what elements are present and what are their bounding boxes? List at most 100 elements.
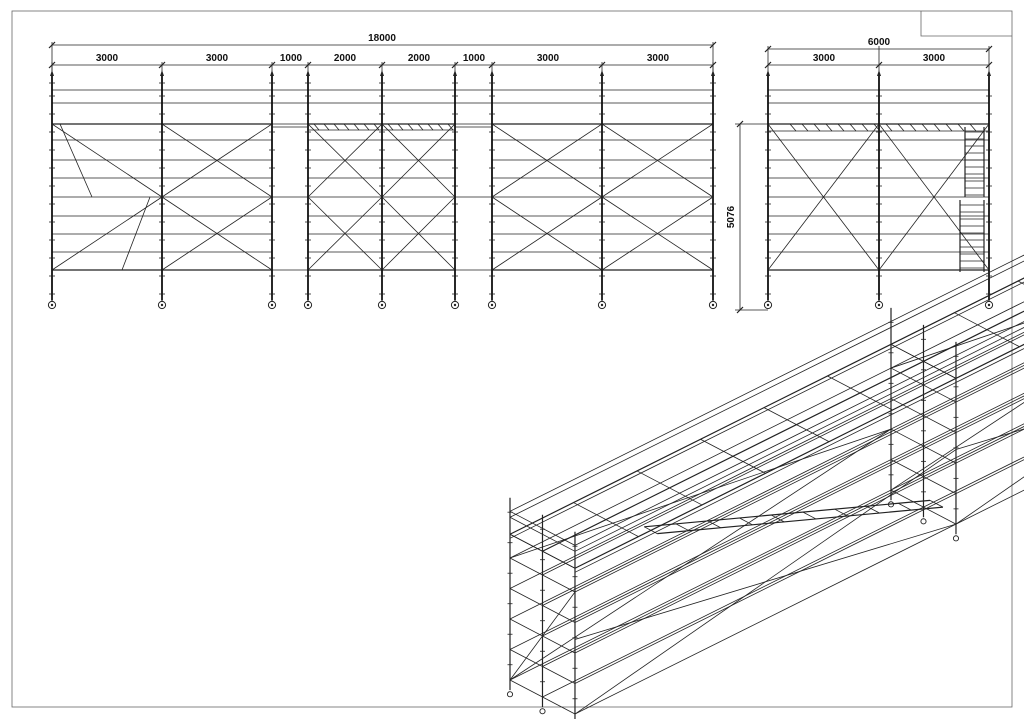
truss-web — [417, 123, 424, 131]
iso-ledger — [542, 456, 1024, 698]
truss-web — [873, 123, 881, 132]
side-dimensions: 6000 3000 3000 5076 — [726, 37, 946, 228]
spigot — [270, 70, 274, 76]
dim-side-bay-2: 3000 — [923, 53, 946, 64]
iso-castor-wheel — [506, 691, 514, 698]
truss-web — [789, 123, 797, 132]
truss-web — [813, 123, 821, 132]
iso-diagonal — [890, 322, 1024, 369]
iso-castor-wheel — [952, 535, 960, 542]
truss-web — [407, 123, 414, 131]
spigot — [160, 70, 164, 76]
spigot — [490, 70, 494, 76]
castor-hub — [987, 303, 991, 307]
truss-web — [313, 123, 320, 131]
castor-hub — [160, 303, 164, 307]
iso-deck-plank — [763, 407, 830, 443]
truss-web — [801, 123, 809, 132]
truss-web — [373, 123, 380, 131]
dim-overall-width: 6000 — [868, 37, 891, 48]
castor-hub — [877, 303, 881, 307]
title-block-corner — [920, 11, 1012, 37]
iso-ledger — [574, 428, 1024, 654]
iso-stair-tread — [644, 526, 658, 534]
castor-hub — [270, 303, 274, 307]
iso-deck-plank — [700, 438, 766, 474]
iso-deck-edge — [509, 281, 1024, 539]
spigot — [380, 70, 384, 76]
dim-bay-6: 1000 — [463, 53, 486, 64]
iso-stair-tread — [771, 514, 785, 523]
dim-overall-length: 18000 — [368, 33, 396, 44]
dim-bay-8: 3000 — [647, 53, 670, 64]
dim-bay-3: 1000 — [280, 53, 303, 64]
truss-web — [861, 123, 869, 132]
spigot — [766, 70, 770, 76]
iso-diagonal — [955, 476, 1024, 525]
front-dimensions: 18000 3000 3000 1000 2000 2000 1000 3000… — [96, 33, 670, 64]
iso-deck-plank — [636, 470, 703, 506]
iso-diagonal — [509, 428, 892, 681]
iso-ledger — [574, 489, 1024, 715]
stair-stringer — [121, 196, 151, 271]
truss-web — [387, 123, 394, 131]
diagonal-brace — [307, 196, 383, 271]
castor-hub — [490, 303, 494, 307]
dim-side-bay-1: 3000 — [813, 53, 836, 64]
iso-diagonal — [509, 428, 892, 559]
truss-web — [933, 123, 941, 132]
iso-stair-tread — [898, 502, 912, 511]
iso-stair-tread — [675, 523, 690, 532]
iso-deck-plank — [954, 312, 1020, 348]
iso-ledger — [574, 459, 1024, 684]
dim-height: 5076 — [726, 205, 737, 228]
truss-web — [447, 123, 454, 131]
iso-ledger — [509, 277, 1024, 535]
truss-web — [945, 123, 953, 132]
diagonal-brace — [161, 123, 273, 198]
truss-web — [427, 123, 434, 131]
truss-web — [363, 123, 370, 131]
iso-guardrail — [574, 321, 1024, 546]
diagonal-brace — [491, 123, 603, 198]
diagonal-brace — [51, 196, 163, 271]
iso-ledger — [574, 343, 1024, 569]
iso-deck-edge — [574, 348, 1024, 573]
iso-diagonal — [574, 523, 957, 640]
spigot — [306, 70, 310, 76]
iso-ledger — [509, 362, 1024, 620]
iso-ledger — [542, 334, 1024, 576]
diagonal-brace — [307, 123, 383, 198]
iso-stair-tread — [802, 511, 817, 520]
side-elevation — [735, 45, 994, 314]
diagonal-brace — [51, 123, 163, 198]
castor-hub — [453, 303, 457, 307]
iso-diagonal — [955, 428, 1024, 450]
truss-web — [343, 123, 350, 131]
diagonal-brace — [878, 123, 990, 271]
truss-web — [849, 123, 857, 132]
spigot — [877, 70, 881, 76]
castor-hub — [766, 303, 770, 307]
iso-stair-stringer — [657, 506, 944, 535]
iso-stair-tread — [866, 505, 880, 514]
diagonal-brace — [381, 196, 456, 271]
sheet-frame — [11, 10, 1013, 708]
diagonal-brace — [767, 123, 880, 271]
truss-web — [909, 123, 917, 132]
truss-web — [969, 123, 977, 132]
truss-web — [333, 123, 340, 131]
diagonal-brace — [491, 196, 603, 271]
iso-diagonal — [509, 591, 576, 681]
truss-web — [957, 123, 965, 132]
iso-stair-tread — [739, 517, 753, 526]
castor-hub — [380, 303, 384, 307]
spigot — [50, 70, 54, 76]
diagonal-brace — [601, 196, 714, 271]
truss-web — [323, 123, 330, 131]
spigot — [987, 70, 991, 76]
castor-hub — [50, 303, 54, 307]
stair-stringer — [59, 123, 93, 198]
iso-diagonal — [890, 402, 1024, 491]
